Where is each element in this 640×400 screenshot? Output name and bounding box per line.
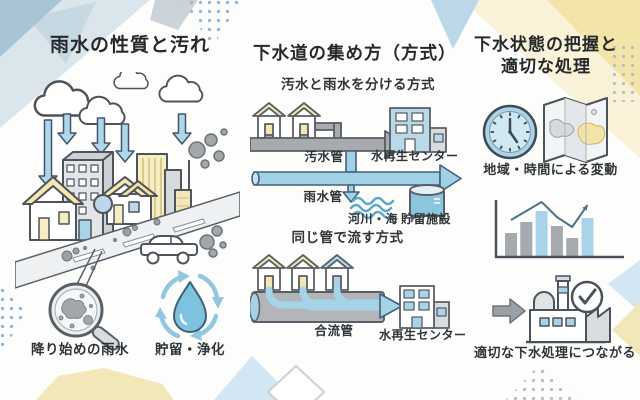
dot-pattern-bottom (506, 364, 578, 400)
right-section-title-line1: 下水状態の把握と (474, 35, 618, 55)
house-icon (320, 254, 354, 291)
label-combined-pipe: 合流管 (314, 323, 354, 338)
exhaust-smoke-icon (199, 225, 227, 258)
label-variation: 地域・時間による変動 (483, 163, 618, 178)
water-drop-recycle-icon (155, 270, 224, 341)
cloud-icon (158, 74, 204, 103)
city-rain-illustration (15, 72, 240, 289)
house-icon (287, 102, 321, 139)
right-section-title-line2: 適切な処理 (501, 57, 591, 77)
rain-arrow-icon (38, 113, 192, 188)
river-waves-icon (349, 196, 395, 220)
road (15, 191, 240, 289)
house-icon (22, 176, 84, 241)
rain-pipe (251, 150, 462, 203)
label-rain-pipe: 雨水管 (303, 189, 343, 204)
magnifier-icon (48, 282, 120, 351)
dot-pattern-top (183, 0, 242, 48)
water-reclamation-center-icon (399, 285, 450, 329)
dirt-particles (61, 218, 161, 271)
clock-icon (482, 104, 538, 160)
chart-trend-line (510, 201, 589, 228)
middle-section-title: 下水道の集め方（方式） (253, 44, 457, 64)
clock-and-map-icons (482, 97, 608, 163)
label-reclamation-center-top: 水再生センター (371, 149, 459, 163)
chart-bars (505, 211, 594, 257)
treatment-plant-icon (526, 275, 611, 344)
combined-method-subtitle: 同じ管で流す方式 (291, 230, 404, 246)
label-storage-purify: 貯留・浄化 (155, 342, 225, 358)
separate-system-diagram (250, 102, 462, 223)
label-reclamation-center-bottom: 水再生センター (379, 328, 467, 342)
house-icon (252, 254, 286, 291)
combined-pipe (250, 286, 403, 323)
tree-icon (93, 194, 113, 225)
corner-pale-blue-shape (0, 0, 150, 128)
arrow-right-icon (492, 298, 526, 324)
chart-line-arrowhead (582, 205, 588, 211)
house-icon (100, 176, 158, 225)
cloud-icon (78, 95, 126, 125)
label-first-rain: 降り始めの雨水 (31, 342, 129, 358)
check-circle-icon (570, 280, 604, 314)
flow-bar-chart (494, 200, 624, 259)
smoke-icon (188, 128, 228, 169)
label-river-sea: 河川・海 (347, 212, 398, 226)
combined-system-diagram (250, 254, 450, 329)
label-sewage-pipe: 汚水管 (304, 149, 344, 164)
dirt-in-lens (58, 293, 93, 329)
left-section-title: 雨水の性質と汚れ (50, 34, 211, 56)
cloud-icon (113, 72, 149, 90)
water-drop (173, 281, 207, 333)
water-reclamation-center-icon (389, 107, 447, 153)
storage-tank-icon (409, 184, 445, 223)
callout-lines (76, 248, 103, 287)
car-icon (140, 235, 198, 265)
house-icon (252, 102, 286, 139)
chart-axes (494, 200, 624, 259)
corner-blue-triangle (0, 0, 62, 57)
separate-method-subtitle: 汚水と雨水を分ける方式 (281, 77, 435, 93)
dot-pattern-left (0, 282, 28, 352)
dot-pattern-right (610, 46, 640, 102)
house-icon (286, 254, 320, 291)
label-storage-facility: 貯留施設 (400, 212, 451, 226)
map-icon (543, 97, 608, 163)
treatment-plant-graphic (492, 275, 611, 344)
label-result: 適切な下水処理につながる (474, 346, 637, 361)
